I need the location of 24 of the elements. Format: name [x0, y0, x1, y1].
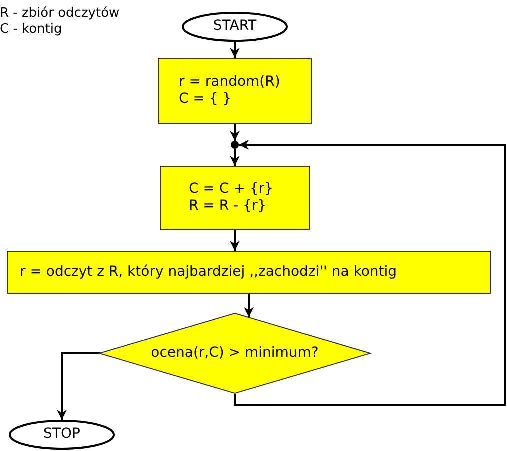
junction-dot — [231, 141, 239, 149]
legend-note: C - kontig — [0, 22, 62, 37]
terminal-ellipse — [182, 12, 288, 42]
process-box — [160, 166, 310, 230]
node-text: START — [213, 18, 257, 36]
process-box — [158, 58, 312, 124]
arrow — [230, 124, 240, 141]
decision-diamond — [99, 313, 371, 394]
arrow — [57, 352, 100, 420]
node-text: STOP — [44, 426, 80, 444]
process-box — [7, 251, 491, 294]
node-text: R = R - {r} — [189, 198, 267, 216]
node-text: r = odczyt z R, który najbardziej ,,zachodzi'' na kontig — [20, 264, 398, 282]
arrow — [230, 42, 240, 58]
node-text: r = random(R) — [179, 74, 280, 91]
arrow — [230, 149, 240, 166]
node-text: C = C + {r} — [189, 180, 274, 198]
arrow — [244, 294, 254, 318]
terminal-ellipse — [9, 420, 115, 450]
node-text: C = { } — [179, 91, 232, 108]
legend-note: R - zbiór odczytów — [0, 6, 120, 21]
node-text: ocena(r,C) > minimum? — [151, 344, 319, 362]
arrow — [234, 140, 506, 406]
arrow — [230, 230, 240, 251]
